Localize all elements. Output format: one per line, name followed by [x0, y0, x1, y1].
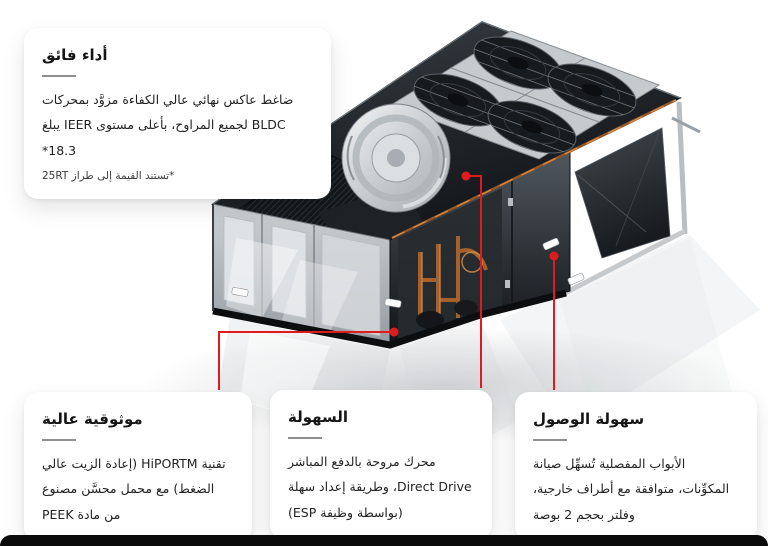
card-title-access: سهولة الوصول [533, 410, 645, 428]
card-body-reliability: تقنية HiPORTM (إعادة الزيت عالي الضغط) م… [42, 455, 226, 522]
base-rail [212, 289, 567, 349]
panel-badges [231, 237, 585, 308]
feature-card-reliability: موثوقية عالية تقنية HiPORTM (إعادة الزيت… [24, 392, 252, 542]
feature-card-ease: السهولة محرك مروحة بالدفع المباشر Direct… [270, 390, 492, 540]
card-footnote-performance: *تستند القيمة إلى طراز 25RT [42, 170, 175, 183]
end-bay-frame [563, 101, 701, 296]
axial-fan-4 [481, 98, 583, 164]
direct-drive-blower [341, 103, 451, 213]
card-divider [42, 74, 76, 77]
copper-edge-strip [391, 98, 677, 240]
feature-card-performance: أداء فائق ضاغط عاكس نهائي عالي الكفاءة م… [24, 28, 331, 200]
callout-connectors [218, 175, 555, 390]
card-title-reliability: موثوقية عالية [42, 410, 143, 428]
card-body-ease: محرك مروحة بالدفع المباشر Direct Drive، … [288, 453, 472, 520]
card-divider [288, 436, 322, 439]
hopper [574, 127, 671, 259]
card-divider [533, 438, 567, 441]
callout-dots [389, 171, 559, 337]
card-body-performance: ضاغط عاكس نهائي عالي الكفاءة مزوَّد بمحر… [42, 91, 294, 158]
card-title-performance: أداء فائق [42, 46, 108, 64]
connector-dot-reliability [389, 327, 399, 337]
card-title-ease: السهولة [288, 408, 349, 426]
connector-line-ease [466, 175, 482, 388]
panel-seams [505, 181, 513, 302]
compressor-panel [398, 188, 502, 342]
feature-card-access: سهولة الوصول الأبواب المفصلية تُسهِّل صي… [515, 392, 757, 542]
next-section-edge [0, 535, 768, 546]
card-divider [42, 438, 76, 441]
connector-dot-ease [461, 171, 471, 181]
card-body-access: الأبواب المفصلية تُسهِّل صيانة المكوِّنا… [533, 455, 730, 522]
connector-line-reliability [218, 331, 394, 390]
left-door-panels [212, 203, 391, 345]
connector-dot-access [549, 251, 559, 261]
